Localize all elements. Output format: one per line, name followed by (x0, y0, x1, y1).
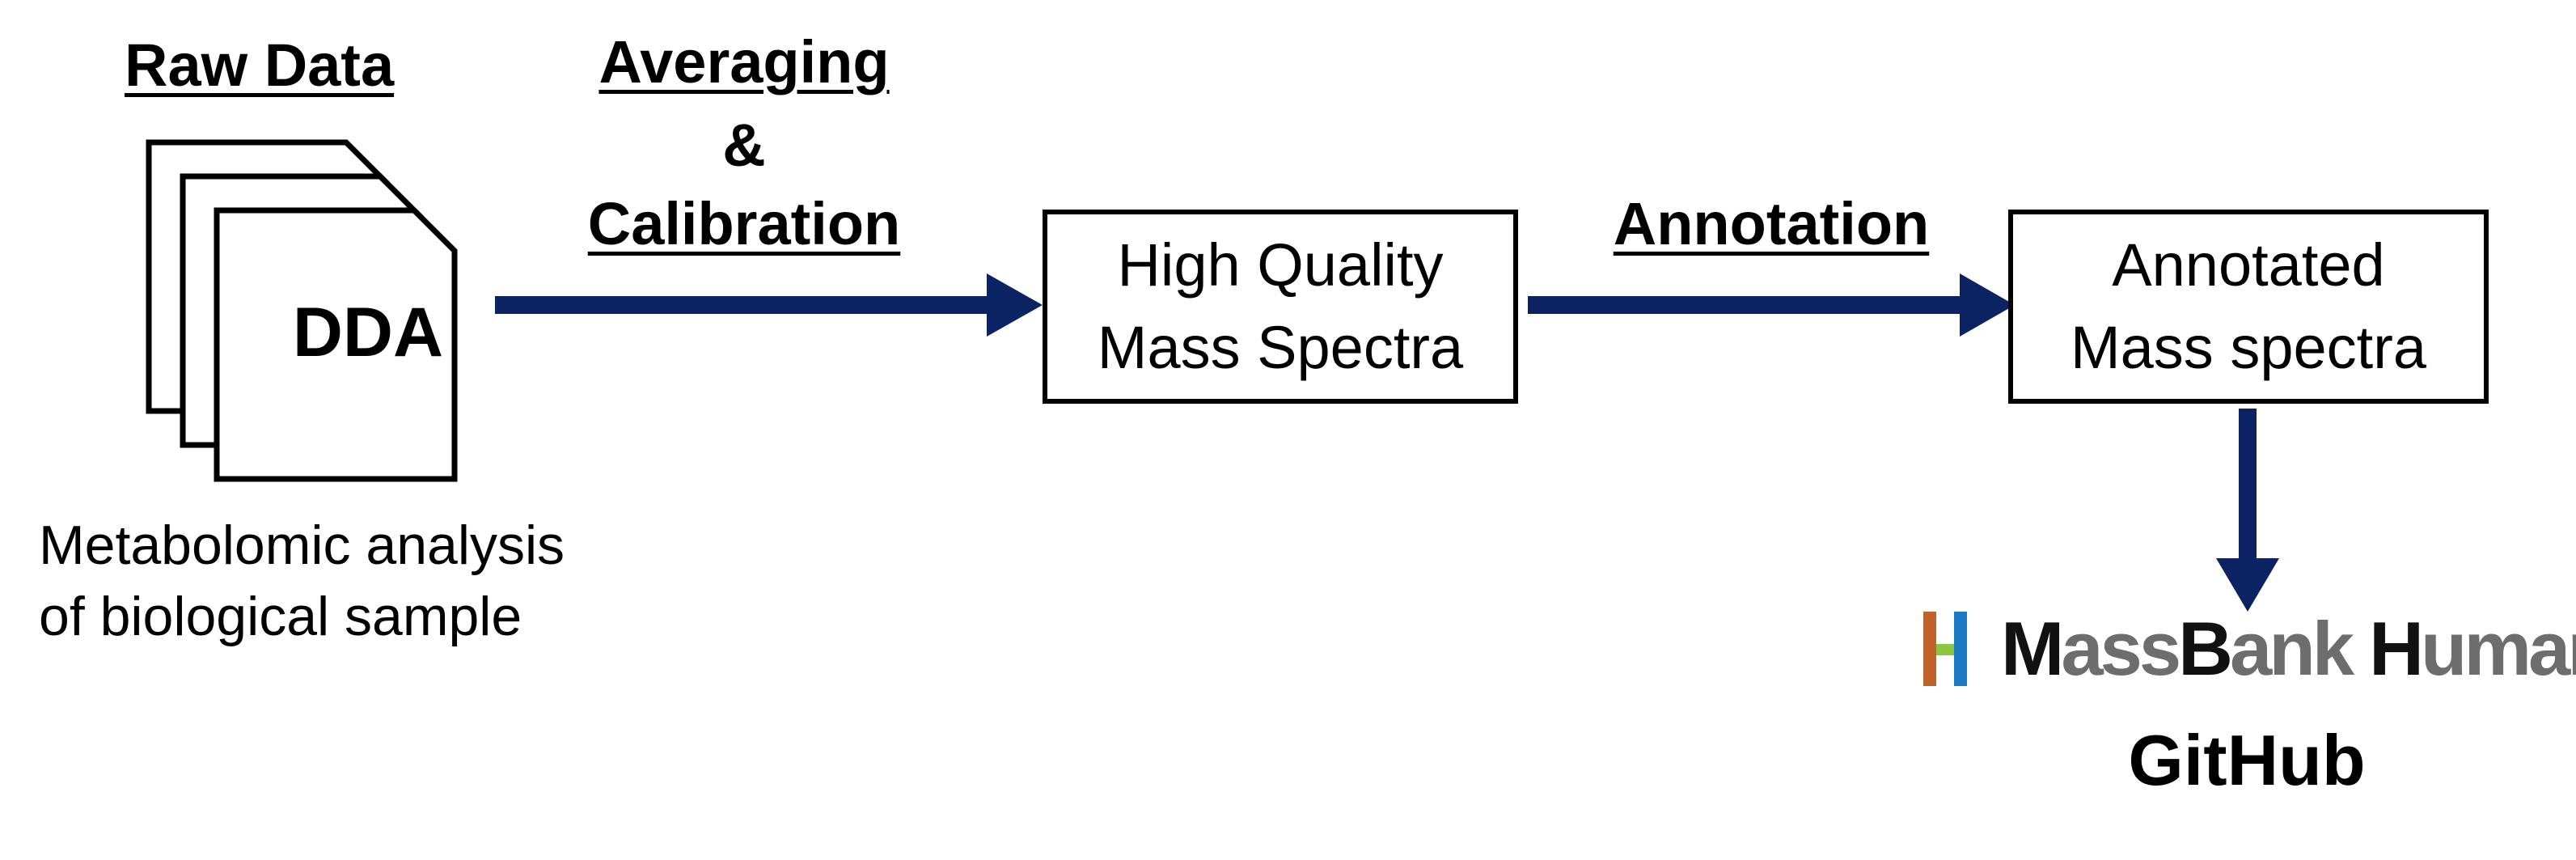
hq-box-line-1: High Quality (1117, 231, 1444, 299)
arrow-annotated-to-massbank (2216, 409, 2279, 612)
document-front (214, 207, 458, 482)
arrow-raw-to-hq (495, 273, 1043, 337)
hq-box-line-2: Mass Spectra (1097, 314, 1464, 381)
flow-arrows (495, 273, 2279, 612)
dda-label: DDA (293, 294, 443, 371)
averaging-label: Averaging (599, 28, 890, 95)
caption-line-1: Metabolomic analysis (39, 515, 565, 576)
annotation-label: Annotation (1613, 190, 1930, 257)
averaging-heading: Averaging (558, 32, 930, 92)
calibration-heading: Calibration (558, 194, 930, 254)
annotated-box-line-1: Annotated (2112, 231, 2385, 299)
raw-data-heading: Raw Data (125, 32, 395, 99)
annotated-box-line-2: Mass spectra (2070, 314, 2427, 381)
arrow-hq-to-annotated (1528, 273, 2015, 337)
raw-data-document-stack (146, 139, 458, 482)
annotated-spectra-box: Annotated Mass spectra (2008, 210, 2489, 404)
high-quality-spectra-box: High Quality Mass Spectra (1043, 210, 1518, 404)
massbank-human-logo: MassBank Human (1923, 611, 2576, 687)
github-label: GitHub (2128, 720, 2366, 800)
annotation-heading: Annotation (1585, 194, 1957, 254)
ampersand-label: & (722, 112, 766, 179)
caption-line-2: of biological sample (39, 586, 522, 648)
raw-data-caption: Metabolomic analysis of biological sampl… (39, 510, 565, 653)
calibration-label: Calibration (587, 190, 901, 257)
massbank-h-logo-icon (1923, 612, 1967, 686)
massbank-human-wordmark: MassBank Human (2001, 606, 2576, 691)
